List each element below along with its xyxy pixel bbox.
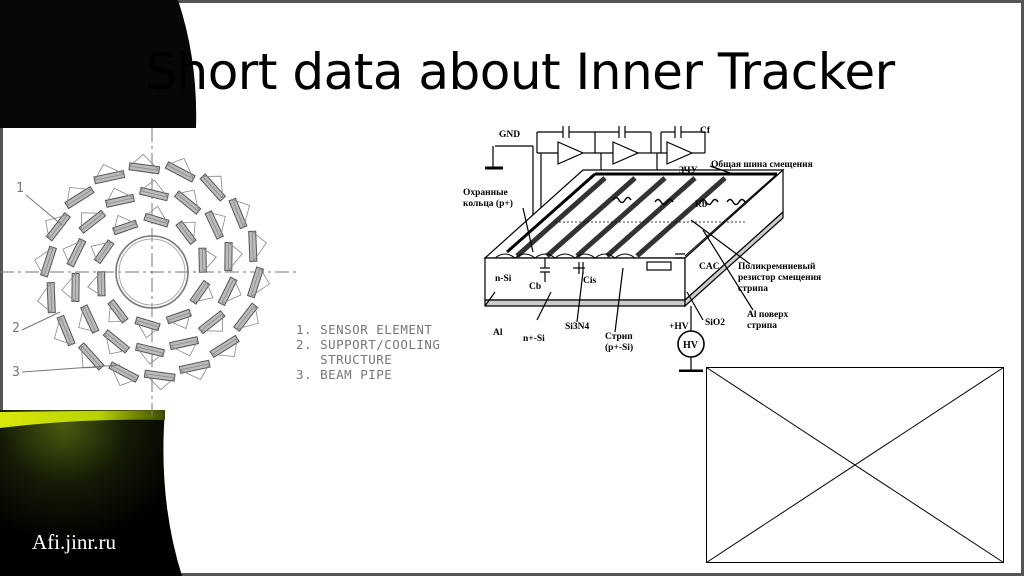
legend-line-1: 1. SENSOR ELEMENT <box>296 322 433 337</box>
support-structure <box>61 272 77 303</box>
tracker-cross-section-figure: 1 2 3 <box>0 128 300 418</box>
slide-title: Short data about Inner Tracker <box>145 43 895 101</box>
amplifier-2 <box>595 126 652 165</box>
support-structure <box>78 305 97 333</box>
image-placeholder <box>706 367 1004 563</box>
si3n4-label: Si3N4 <box>565 322 590 332</box>
gnd-label: GND <box>499 130 521 140</box>
support-structure <box>143 373 176 391</box>
strip-detector-schematic: HV GND Cf ЗЧУ Общая шина смещения Охранн… <box>455 122 855 372</box>
support-structure <box>139 179 169 198</box>
support-structure <box>62 239 84 267</box>
n-si-label: n-Si <box>495 274 512 284</box>
support-structure <box>207 211 226 239</box>
legend-line-3: STRUCTURE <box>296 352 393 367</box>
support-structure <box>192 281 214 303</box>
support-structure <box>109 364 139 387</box>
support-structure <box>90 241 112 263</box>
support-structure <box>66 187 94 207</box>
sio2-label: SiO2 <box>705 318 726 328</box>
cf-label: Cf <box>700 126 711 136</box>
support-structure <box>54 315 73 346</box>
support-structure <box>220 277 242 305</box>
label-1: 1 <box>16 181 24 196</box>
rb-label: Rb <box>695 200 708 210</box>
support-structure <box>178 221 196 244</box>
support-structure <box>80 344 103 369</box>
support-structure <box>235 304 259 330</box>
support-structure <box>135 319 160 339</box>
hv-plus-label: +HV <box>669 322 689 332</box>
yellow-stripe <box>0 410 165 428</box>
label-3: 3 <box>12 365 20 380</box>
top-left-dark-panel <box>0 0 197 128</box>
support-structure <box>80 212 105 232</box>
cis-label: Cis <box>583 276 597 286</box>
support-structure <box>169 339 199 357</box>
support-structure <box>37 281 53 314</box>
label-2: 2 <box>12 321 20 336</box>
site-url[interactable]: Afi.jinr.ru <box>32 530 116 554</box>
support-structure <box>113 214 138 233</box>
middle-sensor-ring <box>61 179 243 365</box>
guard-rings-label: Охранные кольца (p+) <box>463 188 513 209</box>
strip-label: Стрип (p+-Si) <box>605 332 634 353</box>
cac-label: CAC <box>699 262 720 272</box>
inner-sensor-ring <box>87 205 217 339</box>
support-structure <box>166 311 191 330</box>
legend-line-2: 2. SUPPORT/COOLING <box>296 337 441 352</box>
support-structure <box>104 331 129 355</box>
support-structure <box>45 214 69 240</box>
bottom-left-dark-panel <box>0 410 182 576</box>
legend-line-4: 3. BEAM PIPE <box>296 367 393 382</box>
support-structure <box>202 247 217 274</box>
support-structure <box>87 270 102 297</box>
support-structure <box>175 189 200 213</box>
support-structure <box>108 300 126 323</box>
al-over-strip-label: Al поверх стрипа <box>747 310 789 331</box>
support-structure <box>199 312 224 332</box>
amplifier-1 <box>536 126 596 165</box>
bias-bus-label: Общая шина смещения <box>711 160 813 170</box>
support-structure <box>135 346 165 365</box>
support-structure <box>34 246 54 277</box>
cb-label: Cb <box>529 282 542 292</box>
amplifier-3 <box>651 126 706 165</box>
n-plus-si-label: n+-Si <box>523 334 545 344</box>
polysilicon-resistor-label: Поликремниевый резистор смещения стрипа <box>738 262 822 294</box>
support-structure <box>165 157 195 180</box>
zchu-label: ЗЧУ <box>679 166 698 176</box>
support-structure <box>227 241 243 272</box>
al-label: Al <box>493 328 503 338</box>
support-structure <box>251 230 267 263</box>
hv-symbol: HV <box>683 340 699 351</box>
support-structure <box>231 198 250 229</box>
support-structure <box>201 175 224 200</box>
support-structure <box>210 337 238 357</box>
support-structure <box>93 163 126 181</box>
outer-sensor-ring <box>34 153 270 391</box>
support-structure <box>128 153 161 171</box>
support-structure <box>250 267 270 298</box>
support-structure <box>178 363 211 381</box>
support-structure <box>144 205 169 225</box>
support-structure <box>105 187 135 205</box>
